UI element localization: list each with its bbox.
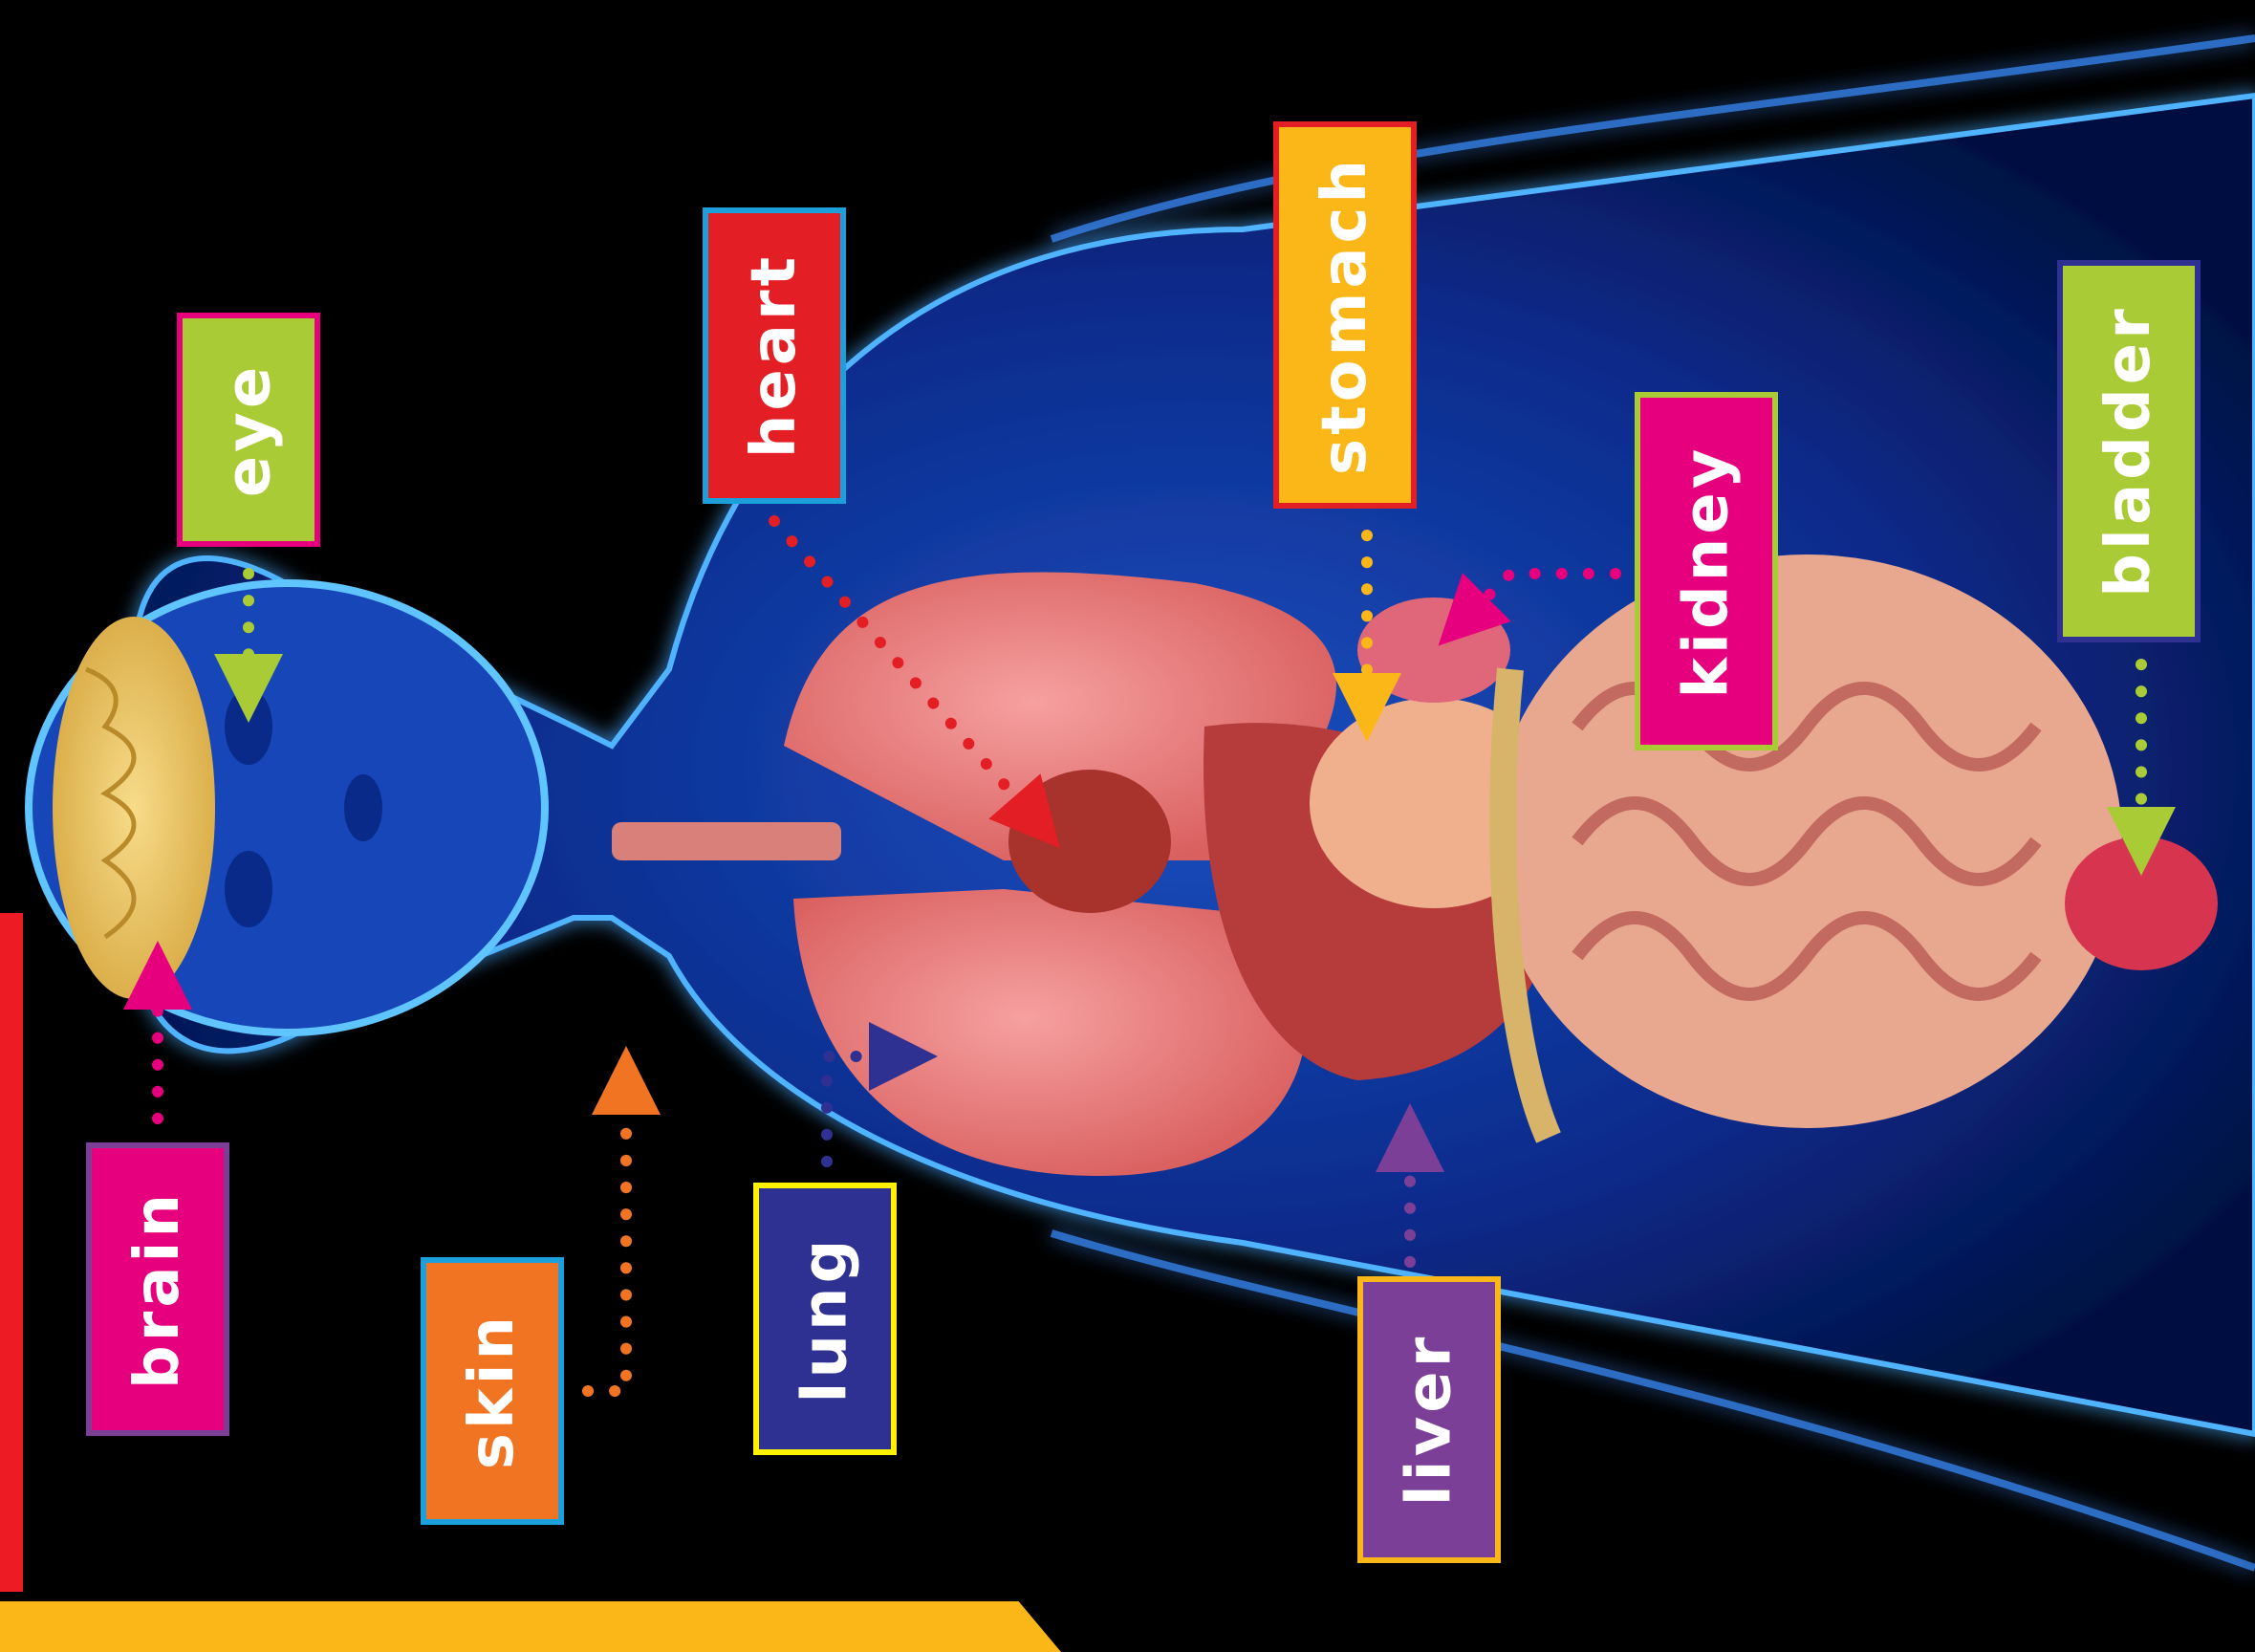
label-skin: skin — [421, 1257, 564, 1525]
brain-shape — [53, 617, 215, 999]
bladder-shape — [2065, 837, 2218, 970]
left-accent-bar — [0, 913, 23, 1592]
bottom-accent-band — [0, 1601, 1061, 1652]
label-stomach-text: stomach — [1310, 155, 1380, 474]
trachea-shape — [612, 822, 841, 860]
label-eye: eye — [177, 313, 320, 547]
label-liver: liver — [1357, 1276, 1501, 1563]
label-bladder-text: bladder — [2093, 305, 2164, 598]
label-lung-text: lung — [790, 1235, 860, 1402]
label-brain-text: brain — [122, 1189, 193, 1388]
label-brain: brain — [86, 1142, 229, 1436]
label-eye-text: eye — [213, 362, 284, 497]
skin-pointer — [588, 1080, 626, 1391]
label-bladder: bladder — [2057, 260, 2201, 642]
label-kidney: kidney — [1635, 392, 1778, 750]
heart-shape — [1008, 770, 1171, 913]
label-heart-text: heart — [739, 253, 810, 458]
label-heart: heart — [703, 207, 846, 504]
label-skin-text: skin — [457, 1313, 528, 1469]
label-liver-text: liver — [1394, 1334, 1464, 1507]
kidney-shape — [1357, 598, 1510, 703]
label-lung: lung — [753, 1183, 897, 1455]
label-kidney-text: kidney — [1671, 445, 1742, 698]
label-stomach: stomach — [1273, 121, 1417, 509]
